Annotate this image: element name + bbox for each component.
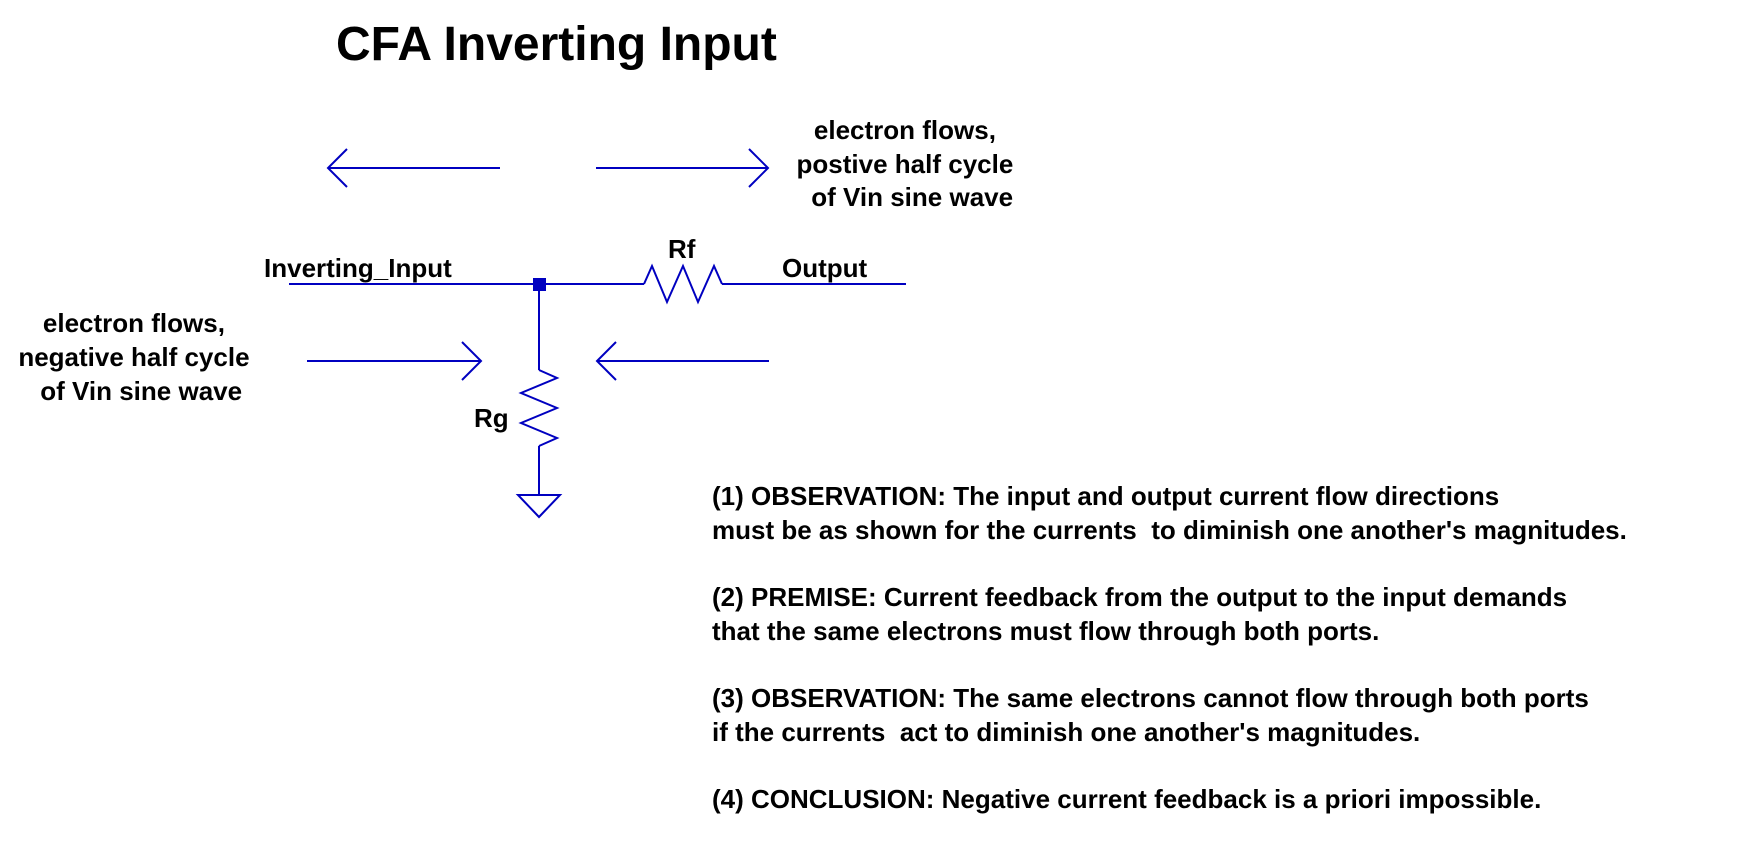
note-2: (2) PREMISE: Current feedback from the o… [712,582,1567,646]
note-4: (4) CONCLUSION: Negative current feedbac… [712,784,1541,814]
flow-label-negative: electron flows, negative half cycle of V… [0,0,286,406]
flow-positive-line: of Vin sine wave [811,182,1013,212]
note-line: (3) OBSERVATION: The same electrons cann… [712,683,1589,713]
flow-negative-line: electron flows, [43,308,225,338]
note-line: (4) CONCLUSION: Negative current feedbac… [712,784,1541,814]
note-line: must be as shown for the currents to dim… [712,515,1627,545]
notes-block: (1) OBSERVATION: The input and output cu… [712,481,1627,814]
note-line: (2) PREMISE: Current feedback from the o… [712,582,1567,612]
arrow-left-negative [595,341,769,381]
note-line: (1) OBSERVATION: The input and output cu… [712,481,1499,511]
note-line: that the same electrons must flow throug… [712,616,1379,646]
ground-symbol [515,494,563,519]
flow-positive-line: postive half cycle [797,149,1014,179]
flow-label-positive: electron flows, postive half cycle of Vi… [0,0,1049,212]
note-1: (1) OBSERVATION: The input and output cu… [712,481,1627,545]
resistor-label-rg: Rg [474,403,509,433]
arrow-right-negative [307,341,483,381]
net-label-output: Output [782,253,868,283]
arrow-right-positive [596,148,770,188]
page-title: CFA Inverting Input [336,18,777,71]
resistor-rf [643,263,723,305]
flow-negative-line: negative half cycle [18,342,249,372]
flow-positive-line: electron flows, [814,115,996,145]
net-label-inverting-input: Inverting_Input [264,253,452,283]
note-3: (3) OBSERVATION: The same electrons cann… [712,683,1589,747]
flow-negative-line: of Vin sine wave [40,376,242,406]
arrow-left-positive [326,148,500,188]
resistor-rg [518,369,560,447]
resistor-label-rf: Rf [668,234,696,264]
note-line: if the currents act to diminish one anot… [712,717,1420,747]
